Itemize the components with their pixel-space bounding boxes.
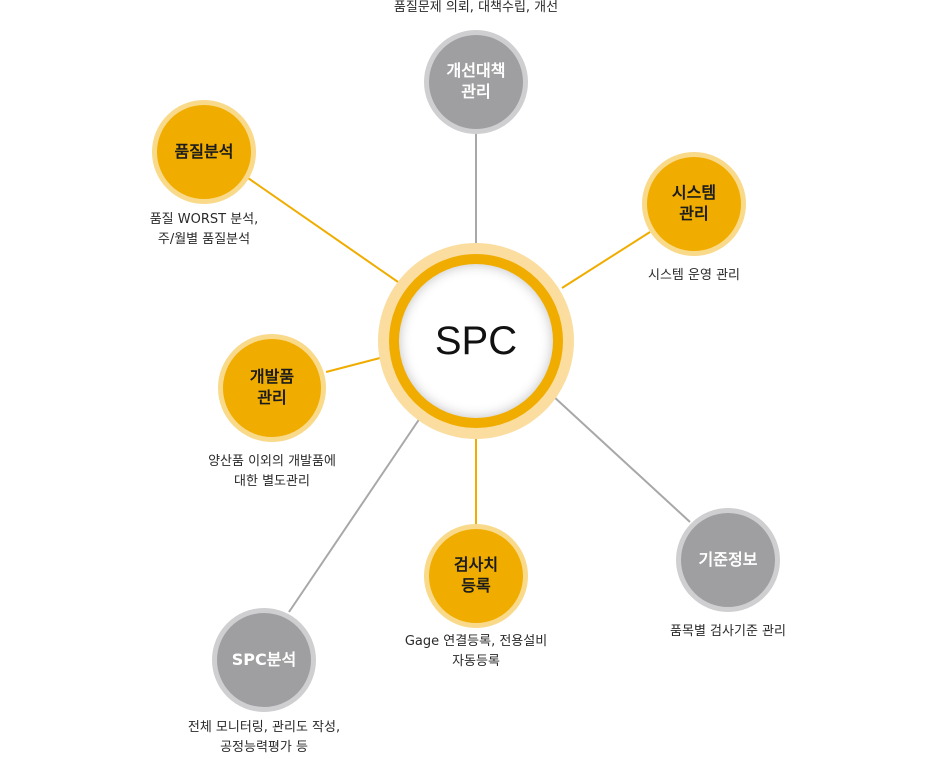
- node-dev-product-label: 개발품 관리: [249, 367, 295, 407]
- node-dev-product: 개발품 관리: [218, 334, 326, 442]
- link-system: [561, 231, 651, 289]
- node-inspection: 검사치 등록: [424, 524, 528, 628]
- link-standard-info: [552, 395, 691, 523]
- node-system-label: 시스템 관리: [671, 183, 717, 223]
- center-label: SPC: [434, 318, 518, 363]
- link-quality-analysis: [247, 177, 399, 283]
- node-improvement-label: 개선대책 관리: [446, 61, 506, 101]
- node-standard-info: 기준정보: [676, 508, 780, 612]
- link-spc-analysis: [288, 417, 421, 613]
- node-quality-analysis: 품질분석: [152, 100, 256, 204]
- node-standard-info-label: 기준정보: [698, 549, 758, 569]
- desc-spc-analysis: 전체 모니터링, 관리도 작성, 공정능력평가 등: [187, 720, 341, 755]
- desc-quality-analysis: 품질 WORST 분석, 주/월별 품질분석: [149, 212, 259, 247]
- desc-improvement: 품질문제 의뢰, 대책수립, 개선: [393, 0, 559, 15]
- node-spc-analysis: SPC분석: [212, 608, 316, 712]
- desc-standard-info: 품목별 검사기준 관리: [670, 624, 786, 639]
- desc-inspection: Gage 연결등록, 전용설비 자동등록: [404, 634, 548, 669]
- node-improvement: 개선대책 관리: [424, 30, 528, 134]
- node-system: 시스템 관리: [642, 152, 746, 256]
- node-quality-analysis-label: 품질분석: [174, 141, 234, 161]
- node-spc-analysis-label: SPC분석: [231, 649, 297, 669]
- node-inspection-label: 검사치 등록: [453, 555, 499, 595]
- center-node-spc: SPC: [399, 264, 553, 418]
- link-dev-product: [325, 357, 381, 373]
- desc-dev-product: 양산품 이외의 개발품에 대한 별도관리: [208, 454, 336, 489]
- desc-system: 시스템 운영 관리: [648, 268, 740, 283]
